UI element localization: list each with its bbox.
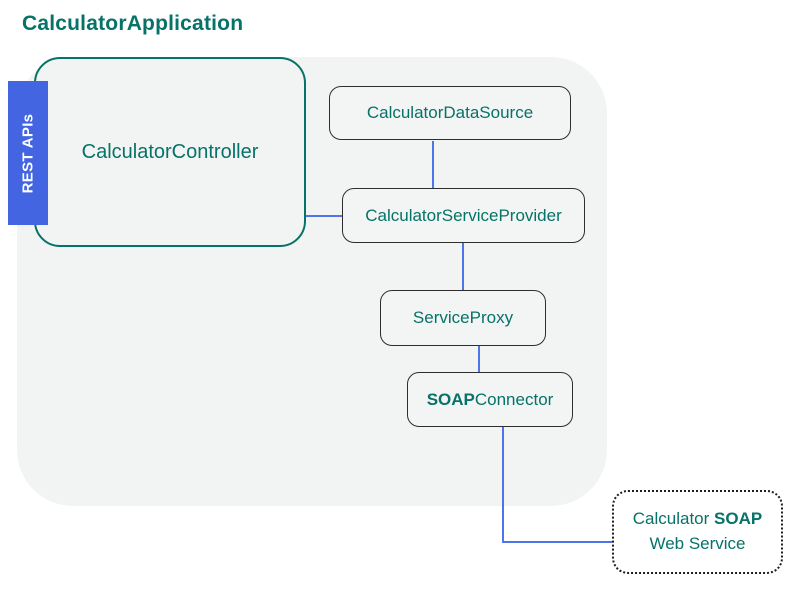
rest-apis-badge: REST APIs [8, 81, 48, 225]
edge-soapconnector-to-webservice-horizontal [502, 541, 612, 543]
soap-ws-line1-bold: SOAP [714, 509, 763, 529]
node-calculator-soap-web-service: Calculator SOAP Web Service [612, 490, 783, 574]
edge-soapconnector-to-webservice-vertical [502, 427, 504, 543]
edge-datasource-to-serviceprovider [432, 141, 434, 188]
node-calculator-controller-label: CalculatorController [81, 140, 259, 163]
node-soap-connector-label: SOAPConnector [427, 390, 554, 410]
node-calculator-data-source: CalculatorDataSource [329, 86, 571, 140]
node-service-proxy: ServiceProxy [380, 290, 546, 346]
diagram-title: CalculatorApplication [22, 12, 244, 35]
soap-ws-line1-regular: Calculator [632, 509, 715, 529]
node-calculator-service-provider-label: CalculatorServiceProvider [365, 205, 562, 225]
node-calculator-service-provider: CalculatorServiceProvider [342, 188, 585, 243]
node-service-proxy-label: ServiceProxy [412, 308, 514, 327]
edge-controller-to-serviceprovider [306, 215, 342, 217]
node-calculator-soap-web-service-label: Calculator SOAP Web Service [633, 507, 762, 556]
node-soap-connector: SOAPConnector [407, 372, 573, 427]
node-soap-connector-label-rest: Connector [474, 389, 554, 409]
soap-ws-line2: Web Service [649, 534, 746, 553]
node-calculator-data-source-label: CalculatorDataSource [366, 103, 534, 122]
edge-serviceprovider-to-serviceproxy [462, 243, 464, 290]
edge-serviceproxy-to-soapconnector [478, 346, 480, 372]
node-soap-connector-label-bold: SOAP [426, 389, 475, 409]
node-calculator-controller: CalculatorController [34, 57, 306, 247]
rest-apis-badge-label: REST APIs [19, 113, 37, 193]
